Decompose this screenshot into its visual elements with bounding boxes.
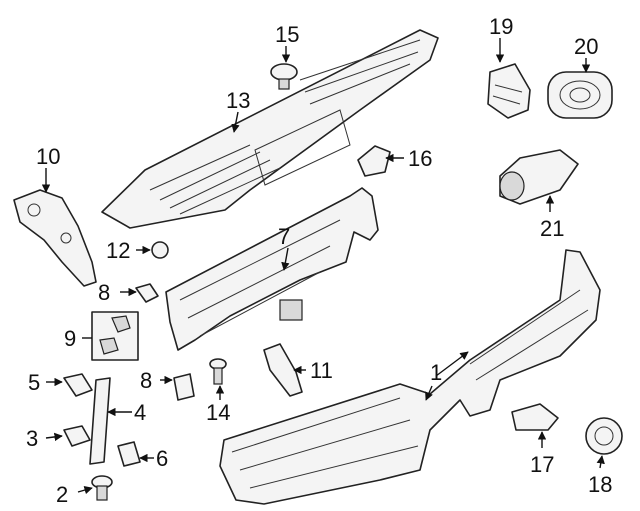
part-12-bolt: [151, 241, 169, 259]
leader-2: [77, 486, 93, 495]
callout-6: 6: [156, 446, 168, 471]
callout-2: 2: [56, 482, 68, 507]
callout-16: 16: [408, 146, 432, 171]
part-7-reinforcement: [165, 187, 379, 351]
part-20-connector: [547, 71, 613, 119]
part-3-clip: [63, 425, 91, 447]
part-4-strip: [89, 377, 111, 465]
callout-13: 13: [226, 88, 250, 113]
leader-7: [281, 247, 290, 271]
part-16-cap: [357, 145, 391, 177]
part-10-side-bracket: [13, 189, 97, 287]
leader-1-lower: [425, 385, 433, 401]
part-9-clip-set: [91, 311, 139, 361]
callout-10: 10: [36, 144, 60, 169]
callout-12: 12: [106, 238, 130, 263]
callout-9: 9: [64, 326, 76, 351]
part-8-bolt-upper: [135, 283, 159, 303]
callout-5: 5: [28, 370, 40, 395]
part-15-push-pin: [270, 63, 298, 90]
leader-lines: [41, 38, 605, 495]
part-17-sensor: [511, 403, 559, 431]
part-11-bracket: [263, 343, 303, 397]
callout-11: 11: [310, 358, 333, 383]
part-6-clip: [117, 441, 141, 467]
callout-4: 4: [134, 400, 146, 425]
callout-15: 15: [275, 22, 299, 47]
callout-labels: 15 13 19 20 16 21 10 12 7 8 9 11 1 5 8 1…: [26, 14, 612, 507]
callout-8-upper: 8: [98, 280, 110, 305]
part-19-bracket: [487, 63, 531, 119]
leader-18: [596, 455, 605, 469]
part-21-hitch-connector: [499, 149, 579, 205]
leader-13: [231, 111, 240, 133]
callout-19: 19: [489, 14, 513, 39]
callout-7: 7: [278, 224, 290, 249]
part-2-bolt: [91, 475, 113, 501]
leader-1-upper: [435, 351, 469, 377]
callout-1: 1: [430, 360, 442, 385]
callout-20: 20: [574, 34, 598, 59]
callout-14: 14: [206, 400, 230, 425]
part-14-bolt: [209, 358, 227, 385]
callout-21: 21: [540, 216, 564, 241]
callout-3: 3: [26, 426, 38, 451]
part-8-bolt-lower: [173, 373, 195, 401]
part-5-bolt: [63, 373, 93, 397]
callout-8-lower: 8: [140, 368, 152, 393]
leader-3: [45, 432, 63, 442]
part-13-step-pad: [101, 29, 439, 229]
callout-18: 18: [588, 472, 612, 497]
part-18-sensor-bezel: [585, 417, 623, 455]
part-1-bumper: [219, 249, 601, 505]
callout-17: 17: [530, 452, 554, 477]
